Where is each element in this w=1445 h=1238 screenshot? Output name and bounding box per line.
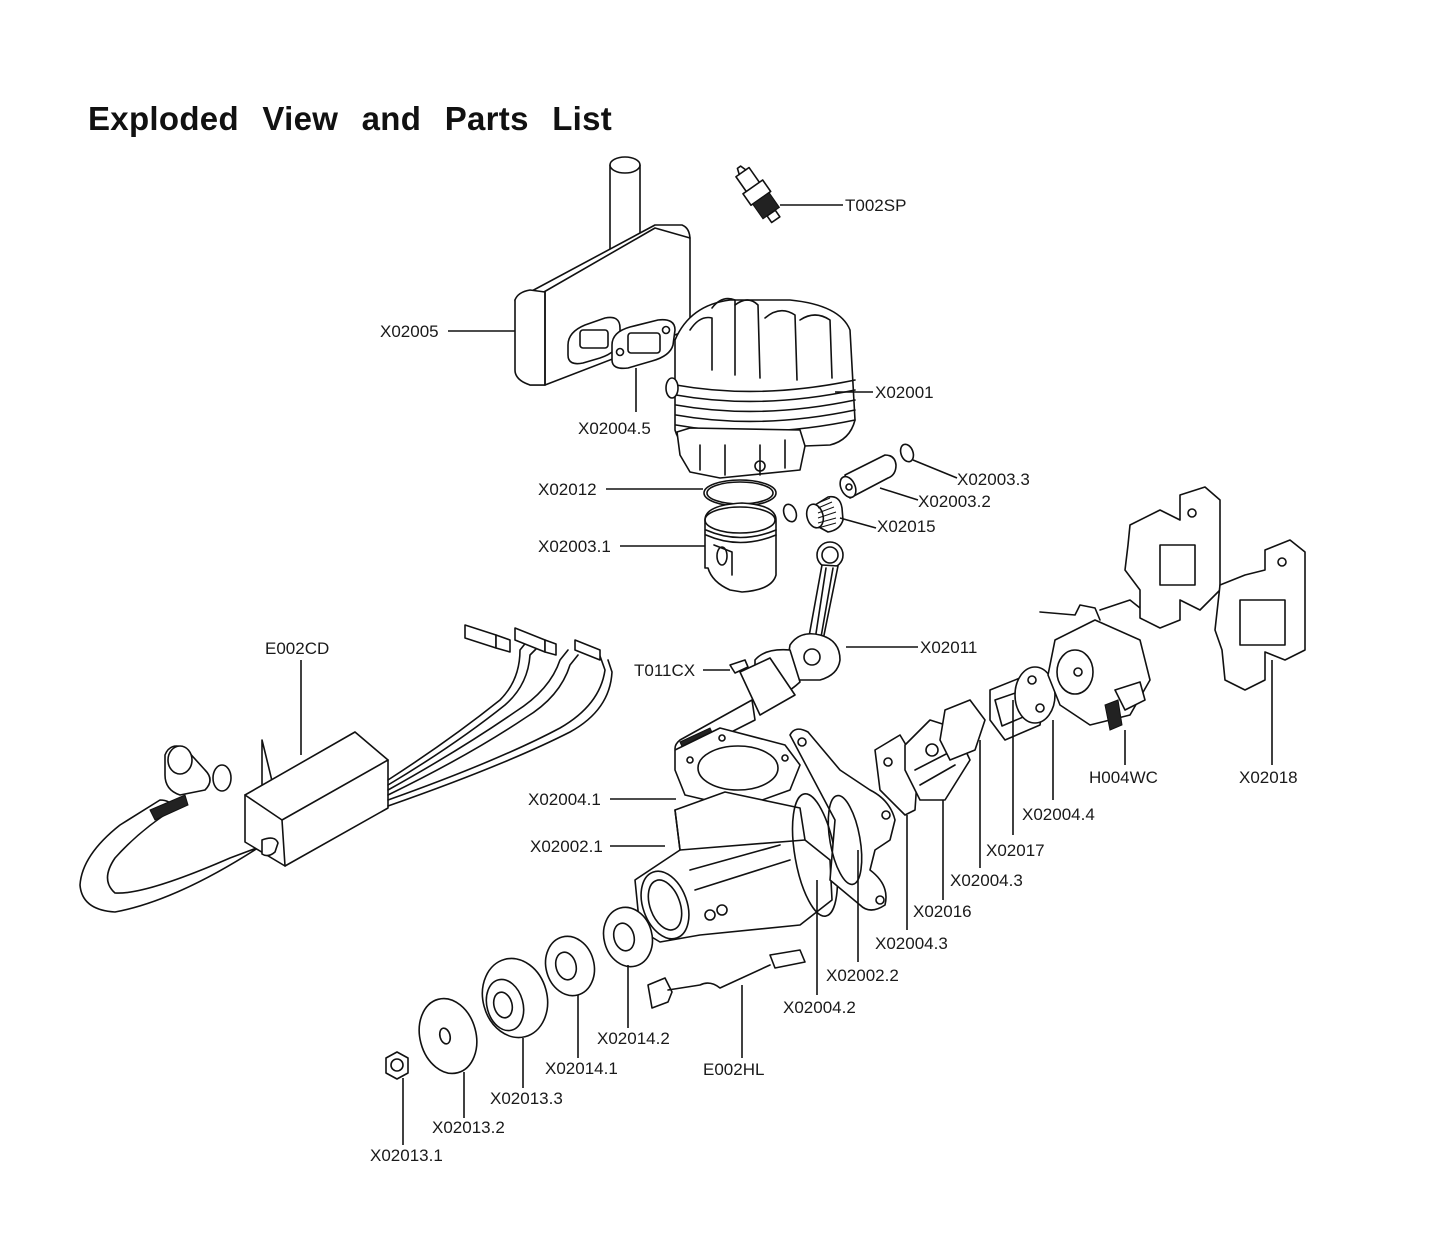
- part-label: X02004.5: [578, 419, 651, 438]
- part-label: X02002.2: [826, 966, 899, 985]
- part-label: X02003.1: [538, 537, 611, 556]
- bearing-rear-drawing: [602, 906, 654, 968]
- part-label: X02004.2: [783, 998, 856, 1017]
- prop-hub-drawing: [481, 957, 549, 1039]
- bearing-front-drawing: [544, 935, 596, 997]
- part-label: E002CD: [265, 639, 329, 658]
- hall-sensor-drawing: [647, 949, 806, 1009]
- part-label: X02004.4: [1022, 805, 1095, 824]
- circlip-drawing: [782, 443, 915, 523]
- part-label: X02016: [913, 902, 972, 921]
- part-label: X02013.1: [370, 1146, 443, 1165]
- woodruff-key-drawing: [729, 659, 749, 674]
- part-label: X02014.2: [597, 1029, 670, 1048]
- part-labels: T002SP X02005 X02004.5 X02001 X02003.3 X…: [265, 196, 1298, 1165]
- muffler-gasket-drawing: [611, 318, 676, 370]
- part-label: X02005: [380, 322, 439, 341]
- part-label: H004WC: [1089, 768, 1158, 787]
- part-label: X02015: [877, 517, 936, 536]
- part-label: T002SP: [845, 196, 906, 215]
- crankcase-rear-drawing: [789, 728, 896, 917]
- part-label: X02012: [538, 480, 597, 499]
- part-label: X02004.3: [875, 934, 948, 953]
- part-label: X02013.2: [432, 1118, 505, 1137]
- prop-washer-drawing: [418, 997, 478, 1075]
- piston-ring-drawing: [703, 479, 777, 507]
- crankcase-front-drawing: [634, 791, 833, 943]
- needle-bearing-drawing: [805, 495, 844, 533]
- prop-nut-drawing: [385, 1051, 409, 1080]
- part-label: X02018: [1239, 768, 1298, 787]
- piston-pin-drawing: [839, 454, 897, 499]
- carburetor-drawing: [1039, 599, 1151, 731]
- leader-lines: [300, 204, 1273, 1145]
- part-label: X02017: [986, 841, 1045, 860]
- part-label: X02004.1: [528, 790, 601, 809]
- cylinder-gasket-drawing: [674, 727, 801, 809]
- carburetor-gasket-drawing: [1014, 666, 1056, 724]
- ignition-module-drawing: [79, 624, 613, 913]
- part-label: T011CX: [634, 661, 695, 680]
- part-label: X02004.3: [950, 871, 1023, 890]
- intake-gasket-outer-drawing: [939, 699, 986, 761]
- page-title: Exploded View and Parts List: [88, 100, 613, 137]
- part-label: X02002.1: [530, 837, 603, 856]
- cylinder-drawing: [665, 297, 856, 479]
- piston-drawing: [704, 502, 777, 593]
- part-label: X02003.3: [957, 470, 1030, 489]
- engine-mount-drawing: [1124, 486, 1306, 691]
- muffler-drawing: [514, 156, 691, 386]
- part-label: E002HL: [703, 1060, 764, 1079]
- part-label: X02003.2: [918, 492, 991, 511]
- part-label: X02014.1: [545, 1059, 618, 1078]
- part-label: X02001: [875, 383, 934, 402]
- part-label: X02013.3: [490, 1089, 563, 1108]
- spark-plug-drawing: [735, 165, 781, 224]
- part-label: X02011: [920, 638, 977, 657]
